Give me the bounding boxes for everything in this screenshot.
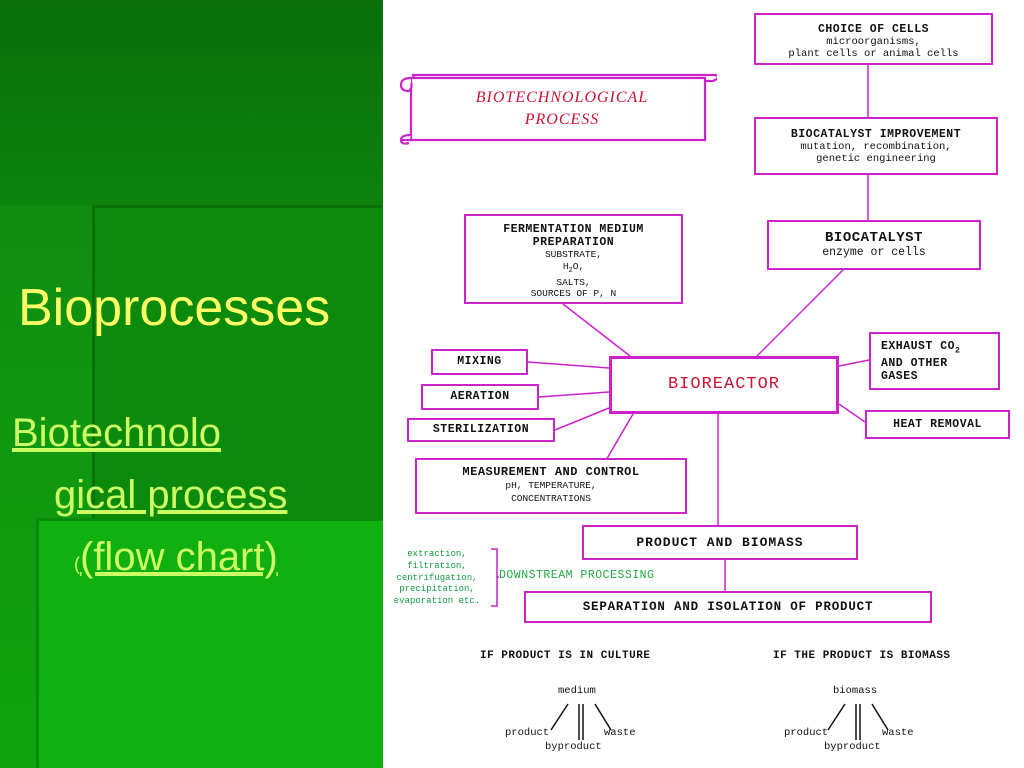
- culture-product: product: [505, 727, 550, 739]
- slide-title: Bioprocesses: [18, 279, 331, 337]
- line-aeration-bioreactor: [538, 391, 610, 398]
- water-sub: 2: [568, 266, 573, 275]
- fermentation-detail-2: H2O,: [466, 261, 681, 277]
- decor-band-top: [0, 0, 383, 205]
- method-precipitation: precipitation,: [399, 584, 475, 595]
- culture-waste: waste: [604, 727, 636, 739]
- downstream-processing-label: DOWNSTREAM PROCESSING: [499, 569, 655, 582]
- exhaust-line-1: EXHAUST CO2: [881, 340, 998, 357]
- biocatalyst-improvement-detail-2: genetic engineering: [816, 153, 936, 165]
- culture-line-right: [594, 703, 612, 731]
- biocatalyst-title: BIOCATALYST: [825, 230, 923, 246]
- scroll-icon: [399, 73, 717, 145]
- process-banner: BIOTECHNOLOGICAL PROCESS: [397, 69, 717, 145]
- line-bioreactor-heat: [838, 403, 866, 423]
- water-h: H: [562, 260, 569, 272]
- fermentation-title-2: PREPARATION: [532, 236, 615, 249]
- mixing-label: MIXING: [457, 355, 502, 368]
- bracket-methods: [491, 548, 498, 607]
- exhaust-co: EXHAUST CO: [881, 340, 956, 353]
- separation-label: SEPARATION AND ISOLATION OF PRODUCT: [582, 600, 874, 614]
- culture-byproduct: byproduct: [545, 741, 602, 753]
- branch-lines: [550, 703, 889, 740]
- biomass-product: product: [784, 727, 829, 739]
- fermentation-detail-4: SOURCES OF P, N: [530, 288, 617, 300]
- fermentation-detail-1: SUBSTRATE,: [544, 249, 602, 260]
- separation-box: SEPARATION AND ISOLATION OF PRODUCT: [524, 591, 932, 623]
- sterilization-label: STERILIZATION: [432, 423, 530, 436]
- biocatalyst-improvement-title: BIOCATALYST IMPROVEMENT: [790, 128, 962, 141]
- biomass-line-right: [871, 703, 889, 731]
- exhaust-line-3: GASES: [881, 370, 919, 384]
- line-measurement-bioreactor: [604, 413, 634, 463]
- banner-line-1: BIOTECHNOLOGICAL: [475, 89, 649, 106]
- biomass-line-left: [827, 703, 846, 731]
- measurement-detail-1: pH, TEMPERATURE,: [505, 480, 597, 491]
- left-panel: Bioprocesses Biotechnolo gical process (…: [0, 0, 383, 768]
- mixing-box: MIXING: [431, 349, 528, 375]
- method-centrifugation: centrifugation,: [396, 572, 478, 583]
- method-filtration: filtration,: [407, 560, 467, 571]
- banner-line-2: PROCESS: [524, 111, 600, 128]
- biomass-waste: waste: [882, 727, 914, 739]
- subtitle-line-2: gical process: [54, 473, 288, 517]
- heat-removal-label: HEAT REMOVAL: [893, 418, 982, 431]
- method-evaporation: evaporation etc.: [393, 596, 481, 607]
- subtitle-flow-chart: (flow chart): [80, 535, 278, 579]
- subtitle-line-1: Biotechnolo: [12, 411, 222, 455]
- exhaust-co-sub: 2: [955, 346, 961, 356]
- fermentation-title-1: FERMENTATION MEDIUM: [503, 223, 644, 236]
- biocatalyst-detail: enzyme or cells: [822, 246, 926, 259]
- biomass-heading: IF THE PRODUCT IS BIOMASS: [773, 650, 951, 662]
- downstream-methods: extraction, filtration, centrifugation, …: [383, 549, 491, 608]
- flow-chart-link[interactable]: Biotechnolo gical process ((flow chart): [12, 402, 372, 595]
- flow-diagram: BIOTECHNOLOGICAL PROCESS CHOICE OF CELLS…: [383, 0, 1024, 768]
- measurement-detail-2: CONCENTRATIONS: [511, 492, 591, 504]
- biomass-byproduct: byproduct: [824, 741, 881, 753]
- culture-heading: IF PRODUCT IS IN CULTURE: [480, 650, 651, 662]
- fermentation-box: FERMENTATION MEDIUM PREPARATION SUBSTRAT…: [464, 214, 683, 304]
- line-biocatalyst-bioreactor: [756, 269, 844, 357]
- method-extraction: extraction,: [407, 549, 467, 559]
- choice-of-cells-title: CHOICE OF CELLS: [817, 23, 930, 36]
- aeration-label: AERATION: [450, 390, 510, 403]
- sterilization-box: STERILIZATION: [407, 418, 555, 442]
- choice-of-cells-box: CHOICE OF CELLS microorganisms, plant ce…: [754, 13, 993, 65]
- bioreactor-box: BIOREACTOR: [609, 356, 839, 414]
- choice-of-cells-detail-1: microorganisms,: [826, 36, 921, 48]
- biocatalyst-improvement-detail-1: mutation, recombination,: [800, 141, 952, 153]
- banner-text: BIOTECHNOLOGICAL PROCESS: [427, 87, 697, 131]
- choice-of-cells-detail-2: plant cells or animal cells: [788, 48, 959, 60]
- biocatalyst-improvement-box: BIOCATALYST IMPROVEMENT mutation, recomb…: [754, 117, 998, 175]
- line-fermentation-bioreactor: [562, 303, 631, 357]
- aeration-box: AERATION: [421, 384, 539, 410]
- subtitle-line-3: ((flow chart): [12, 526, 372, 595]
- biomass-source: biomass: [833, 685, 878, 697]
- subtitle-prefix: (: [74, 554, 80, 574]
- measurement-title: MEASUREMENT AND CONTROL: [462, 465, 640, 479]
- decor-block-lower: [36, 518, 383, 768]
- culture-line-left: [550, 703, 569, 731]
- biocatalyst-box: BIOCATALYST enzyme or cells: [767, 220, 981, 270]
- line-mixing-bioreactor: [527, 361, 610, 369]
- exhaust-line-2: AND OTHER: [881, 357, 948, 371]
- exhaust-box: EXHAUST CO2 AND OTHER GASES: [869, 332, 1000, 390]
- connector-lines: [491, 65, 889, 740]
- line-sterilization-bioreactor: [554, 407, 610, 431]
- fermentation-detail-3: SALTS,: [556, 276, 591, 288]
- product-biomass-box: PRODUCT AND BIOMASS: [582, 525, 858, 560]
- line-bioreactor-exhaust: [838, 359, 870, 367]
- culture-source: medium: [558, 685, 596, 697]
- product-biomass-label: PRODUCT AND BIOMASS: [636, 535, 804, 550]
- measurement-box: MEASUREMENT AND CONTROL pH, TEMPERATURE,…: [415, 458, 687, 514]
- heat-removal-box: HEAT REMOVAL: [865, 410, 1010, 439]
- water-o: O,: [572, 260, 585, 272]
